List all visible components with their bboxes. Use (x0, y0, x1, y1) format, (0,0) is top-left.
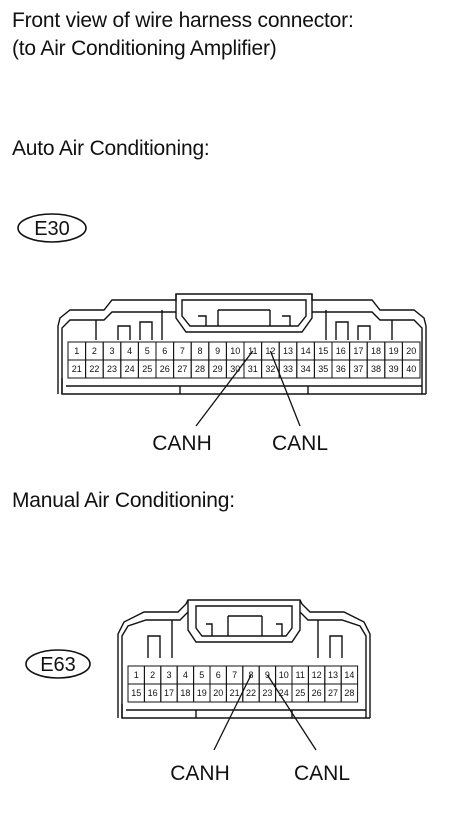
e30-pin-number: 23 (107, 364, 117, 374)
e30-leader-line-canh (195, 350, 254, 427)
e63-pin-number: 23 (262, 688, 272, 698)
e63-pin-number: 3 (166, 670, 171, 680)
e63-pin-number: 15 (131, 688, 141, 698)
e30-pin-number: 8 (197, 346, 202, 356)
e30-pin-number: 10 (230, 346, 240, 356)
e30-pin-number: 34 (301, 364, 311, 374)
e30-pin-number: 35 (318, 364, 328, 374)
e30-pin-number: 3 (109, 346, 114, 356)
e63-pin-number: 16 (148, 688, 158, 698)
e63-badge-label: E63 (40, 654, 76, 676)
e30-pin-number: 36 (336, 364, 346, 374)
heading-line-1: Front view of wire harness connector: (12, 9, 354, 32)
e30-pin-number: 26 (160, 364, 170, 374)
auto-ac-title: Auto Air Conditioning: (12, 137, 210, 160)
e30-pin-number: 39 (389, 364, 399, 374)
e63-badge-outline (25, 649, 91, 679)
e63-leader-lines (213, 674, 317, 751)
e63-connector-group: E63 123456789101112131415161718192021222… (25, 599, 371, 785)
e63-pin-number: 7 (232, 670, 237, 680)
e30-leader-line-canl (269, 350, 301, 427)
e63-pin-number: 22 (246, 688, 256, 698)
e63-pin-number: 20 (213, 688, 223, 698)
e30-pin-number: 17 (353, 346, 363, 356)
e30-pin-number: 24 (125, 364, 135, 374)
e63-pin-number: 2 (150, 670, 155, 680)
e63-pin-number: 13 (328, 670, 338, 680)
e63-pin-number: 1 (134, 670, 139, 680)
e63-pin-number: 25 (295, 688, 305, 698)
e30-pin-number: 27 (177, 364, 187, 374)
e63-housing (117, 599, 371, 719)
e63-leader-line-canh (213, 674, 252, 751)
e30-pin-number: 25 (142, 364, 152, 374)
e30-pin-number: 31 (248, 364, 258, 374)
e63-pin-number: 28 (344, 688, 354, 698)
e30-callout-labels: CANH CANL (152, 432, 328, 455)
e63-pin-number: 12 (312, 670, 322, 680)
e63-label-canl: CANL (294, 762, 350, 785)
e30-pin-number: 21 (72, 364, 82, 374)
e30-pin-grid: 1234567891011121314151617181920212223242… (67, 341, 421, 379)
e30-pin-number: 6 (162, 346, 167, 356)
e30-pin-number: 38 (371, 364, 381, 374)
e63-pin-number: 6 (216, 670, 221, 680)
e30-pin-number: 28 (195, 364, 205, 374)
e30-pin-number: 9 (215, 346, 220, 356)
heading-line-2: (to Air Conditioning Amplifier) (12, 37, 277, 60)
e30-pin-number: 20 (406, 346, 416, 356)
e30-pin-number: 4 (127, 346, 132, 356)
e30-leader-lines (195, 350, 301, 427)
e63-pin-number: 11 (296, 670, 305, 680)
e30-pin-number: 33 (283, 364, 293, 374)
e30-pin-number: 5 (145, 346, 150, 356)
e63-pin-number: 5 (199, 670, 204, 680)
e30-label-canh: CANH (152, 432, 212, 455)
e30-pin-number: 22 (89, 364, 99, 374)
e30-badge-label: E30 (34, 218, 70, 240)
e30-connector-group: E30 1234567891011121314151 (17, 213, 427, 455)
e63-pin-number: 4 (183, 670, 188, 680)
e30-badge-outline (17, 213, 87, 243)
e30-pin-number: 13 (283, 346, 293, 356)
e30-pin-cell (401, 359, 421, 379)
e63-leader-line-canl (266, 674, 317, 751)
e30-housing (57, 293, 427, 395)
e63-pin-number: 10 (279, 670, 289, 680)
e30-pin-number: 1 (74, 346, 79, 356)
e63-callout-labels: CANH CANL (170, 762, 350, 785)
e63-pin-grid: 1234567891011121314151617181920212223242… (127, 665, 359, 703)
e63-label-canh: CANH (170, 762, 230, 785)
e30-pin-number: 2 (92, 346, 97, 356)
e63-pin-number: 21 (230, 688, 240, 698)
manual-ac-title: Manual Air Conditioning: (12, 489, 235, 512)
e63-pin-number: 26 (312, 688, 322, 698)
e30-pin-number: 16 (336, 346, 346, 356)
e30-pin-number: 18 (371, 346, 381, 356)
e30-pin-number: 7 (180, 346, 185, 356)
e30-pin-number: 14 (301, 346, 311, 356)
e30-pin-number: 30 (230, 364, 240, 374)
e30-pin-number: 32 (265, 364, 275, 374)
e63-pin-number: 18 (180, 688, 190, 698)
e63-pin-number: 17 (164, 688, 174, 698)
e30-pin-number: 19 (389, 346, 399, 356)
e63-pin-cell (340, 683, 359, 703)
e30-pin-number: 29 (213, 364, 223, 374)
e63-pin-number: 27 (328, 688, 338, 698)
e63-pin-number: 24 (279, 688, 289, 698)
e30-pin-number: 37 (353, 364, 363, 374)
e63-pin-number: 14 (344, 670, 354, 680)
e30-label-canl: CANL (272, 432, 328, 455)
e63-pin-number: 19 (197, 688, 207, 698)
e30-pin-number: 15 (318, 346, 328, 356)
e30-pin-number: 40 (406, 364, 416, 374)
